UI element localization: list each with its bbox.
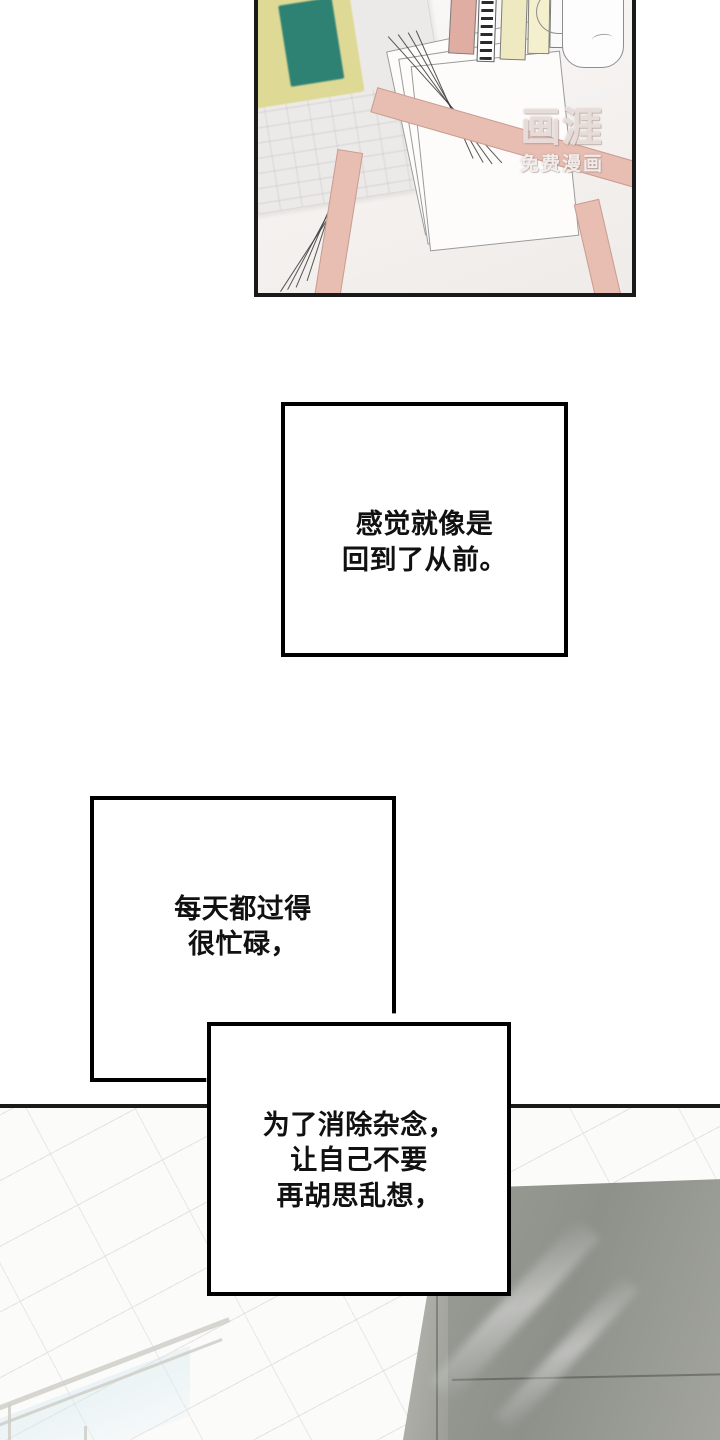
narration-line: 感觉就像是 (355, 509, 494, 540)
narration-box-1-text: 感觉就像是 回到了从前。 (285, 507, 564, 577)
narration-box-2-text: 每天都过得 很忙碌， (90, 892, 396, 962)
wall-seam-vertical (436, 1284, 438, 1440)
panel-desk-scene: 画涯 免费漫画 (254, 0, 636, 297)
railing-handrail (0, 1317, 231, 1418)
glass-railing (0, 1284, 240, 1440)
narration-line: 每天都过得 (174, 894, 312, 924)
narration-box-3: 为了消除杂念， 让自己不要 再胡思乱想， (207, 1022, 511, 1296)
spiral-notebook (476, 0, 498, 63)
fanned-paper-lines (279, 28, 536, 292)
narration-line: 很忙碌， (188, 929, 298, 960)
narration-box-1: 感觉就像是 回到了从前。 (281, 402, 568, 657)
narration-line: 回到了从前。 (342, 544, 507, 575)
railing-lower-rail (0, 1338, 223, 1434)
narration-line: 为了消除杂念， (262, 1110, 456, 1141)
narration-box-3-text: 为了消除杂念， 让自己不要 再胡思乱想， (211, 1108, 507, 1213)
narration-line: 让自己不要 (290, 1145, 428, 1176)
railing-post-1 (8, 1404, 11, 1440)
railing-post-2 (84, 1426, 87, 1440)
mug-handle (536, 0, 570, 34)
narration-line: 再胡思乱想， (276, 1180, 442, 1211)
mug-body (562, 0, 624, 68)
book-pink (448, 0, 478, 55)
book-cream (499, 0, 529, 61)
